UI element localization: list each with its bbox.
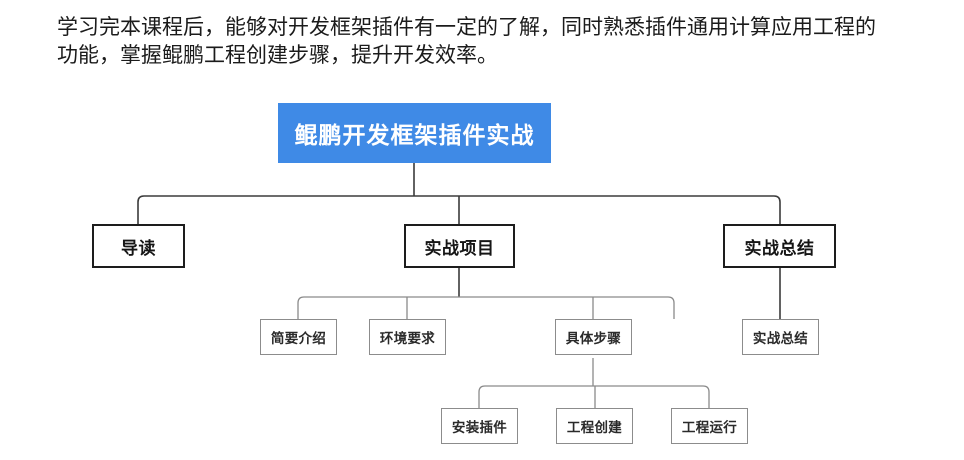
- node-daodu[interactable]: 导读: [92, 224, 185, 268]
- connector-level4-bus: [478, 385, 710, 408]
- node-gongcheng-chuangjian[interactable]: 工程创建: [556, 408, 633, 444]
- intro-paragraph: 学习完本课程后，能够对开发框架插件有一定的了解，同时熟悉插件通用计算应用工程的功…: [57, 16, 876, 67]
- node-anzhuang-chajian[interactable]: 安装插件: [441, 408, 518, 444]
- node-gongcheng-yunxing[interactable]: 工程运行: [671, 408, 748, 444]
- node-huanjing-yaoqiu[interactable]: 环境要求: [369, 319, 446, 355]
- node-shizhan-zongjie[interactable]: 实战总结: [723, 224, 836, 268]
- node-root[interactable]: 鲲鹏开发框架插件实战: [278, 103, 551, 163]
- node-jianyao-jieshao[interactable]: 简要介绍: [260, 319, 337, 355]
- node-shizhan-zongjie-child[interactable]: 实战总结: [742, 319, 819, 355]
- connector-level3-bus: [297, 296, 675, 319]
- node-shizhan-xiangmu[interactable]: 实战项目: [404, 224, 515, 268]
- node-juti-buzhou[interactable]: 具体步骤: [555, 319, 632, 355]
